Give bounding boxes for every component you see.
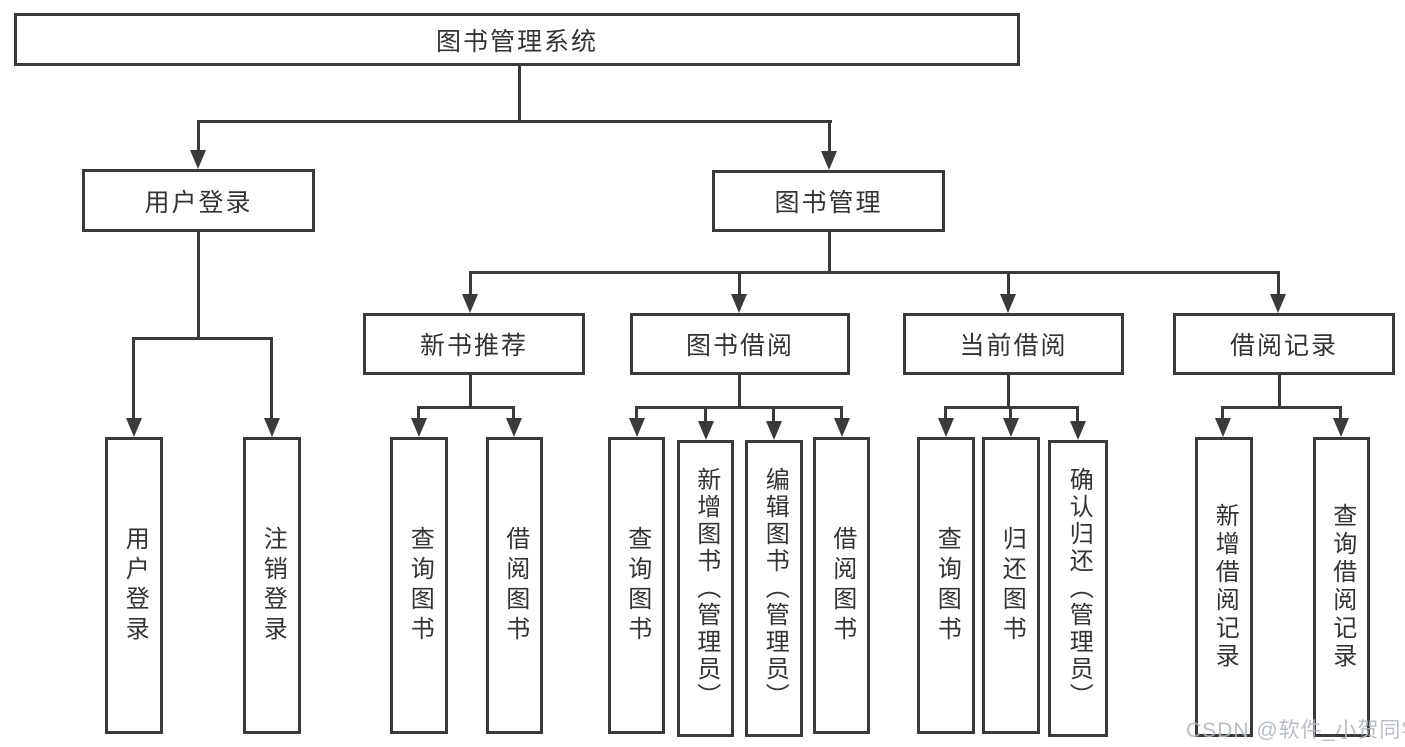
node-root: 图书管理系统	[14, 13, 1020, 66]
arrow-cb-return-icon	[1003, 418, 1019, 437]
node-user-login-label: 用户登录	[144, 188, 253, 217]
node-bb-query-book-label: 查询图书	[623, 525, 651, 646]
arrow-bb-query-icon	[629, 418, 645, 437]
connector-nbr-bus	[417, 406, 515, 409]
node-bb-borrow-book: 借阅图书	[813, 437, 870, 734]
node-bb-edit-book: 编辑图书（管理员）	[745, 440, 803, 737]
arrow-login-icon	[126, 418, 142, 437]
node-current-borrow-label: 当前借阅	[959, 332, 1068, 360]
connector-user-login-down	[197, 232, 200, 337]
connector-book-mgmt-down	[828, 232, 831, 271]
node-login-label: 用户登录	[121, 525, 149, 646]
node-logout-label: 注销登录	[259, 525, 287, 646]
node-nbr-borrow-book: 借阅图书	[486, 437, 543, 734]
node-bb-query-book: 查询图书	[608, 437, 665, 734]
node-borrow-record: 借阅记录	[1173, 313, 1395, 375]
node-book-management-label: 图书管理	[774, 189, 883, 217]
connector-cb-down	[1007, 375, 1010, 406]
connector-root-bus	[197, 120, 832, 123]
node-book-management: 图书管理	[712, 170, 945, 232]
node-login: 用户登录	[105, 437, 163, 734]
connector-cb-confirm-stem	[1076, 406, 1079, 424]
node-bb-edit-book-label: 编辑图书（管理员）	[761, 467, 789, 710]
connector-book-mgmt-bus	[469, 271, 1280, 274]
node-bb-borrow-book-label: 借阅图书	[828, 525, 856, 646]
connector-bb-edit-stem	[772, 406, 775, 424]
connector-bb-add-stem	[704, 406, 707, 424]
connector-br-bus	[1221, 406, 1342, 409]
connector-nbr-borrow-stem	[512, 406, 515, 422]
arrow-borrow-record-icon	[1270, 294, 1286, 313]
connector-bb-bus	[635, 406, 842, 409]
node-cb-query-book-label: 查询图书	[933, 525, 961, 646]
connector-book-borrow-stem	[738, 271, 741, 296]
arrow-cb-confirm-icon	[1070, 421, 1086, 440]
node-root-label: 图书管理系统	[435, 27, 598, 56]
connector-user-login-stem	[197, 120, 200, 153]
arrow-bb-borrow-icon	[834, 418, 850, 437]
connector-nbr-down	[469, 375, 472, 406]
node-logout: 注销登录	[243, 437, 301, 734]
node-book-borrow: 图书借阅	[630, 313, 850, 375]
node-cb-return-book-label: 归还图书	[998, 525, 1026, 646]
node-br-query-record: 查询借阅记录	[1313, 437, 1370, 737]
arrow-br-add-icon	[1215, 418, 1231, 437]
connector-login-stem	[132, 337, 135, 421]
arrow-bb-edit-icon	[766, 421, 782, 440]
node-nbr-borrow-book-label: 借阅图书	[501, 525, 529, 646]
connector-nbr-query-stem	[417, 406, 420, 422]
arrow-nbr-borrow-icon	[506, 418, 522, 437]
node-book-borrow-label: 图书借阅	[685, 332, 794, 360]
node-br-add-record: 新增借阅记录	[1195, 437, 1253, 737]
arrow-book-mgmt-icon	[821, 151, 837, 170]
arrow-nbr-query-icon	[411, 418, 427, 437]
connector-user-login-bus	[132, 337, 273, 340]
node-cb-confirm-return-label: 确认归还（管理员）	[1065, 467, 1093, 710]
node-new-book-recommend: 新书推荐	[363, 313, 585, 375]
connector-borrow-record-stem	[1277, 271, 1280, 296]
connector-root-stem	[518, 66, 521, 120]
connector-br-down	[1278, 375, 1281, 406]
node-user-login: 用户登录	[82, 169, 315, 232]
node-cb-confirm-return: 确认归还（管理员）	[1048, 440, 1108, 737]
node-cb-query-book: 查询图书	[917, 437, 975, 734]
connector-bb-borrow-stem	[840, 406, 843, 422]
connector-br-query-stem	[1339, 406, 1342, 422]
arrow-user-login-icon	[190, 150, 206, 169]
connector-new-book-stem	[469, 271, 472, 296]
node-cb-return-book: 归还图书	[982, 437, 1040, 734]
arrow-book-borrow-icon	[731, 294, 747, 313]
connector-logout-stem	[270, 337, 273, 421]
node-bb-add-book-label: 新增图书（管理员）	[692, 467, 720, 710]
connector-cb-query-stem	[944, 406, 947, 422]
connector-cb-return-stem	[1009, 406, 1012, 422]
connector-br-add-stem	[1221, 406, 1224, 422]
node-nbr-query-book-label: 查询图书	[406, 525, 434, 646]
node-nbr-query-book: 查询图书	[390, 437, 448, 734]
node-new-book-recommend-label: 新书推荐	[419, 332, 528, 360]
arrow-bb-add-icon	[698, 421, 714, 440]
connector-current-borrow-stem	[1007, 271, 1010, 296]
node-current-borrow: 当前借阅	[903, 313, 1124, 375]
arrow-new-book-icon	[462, 294, 478, 313]
node-br-query-record-label: 查询借阅记录	[1328, 503, 1356, 671]
arrow-br-query-icon	[1333, 418, 1349, 437]
arrow-logout-icon	[264, 418, 280, 437]
node-bb-add-book: 新增图书（管理员）	[677, 440, 734, 737]
arrow-current-borrow-icon	[1000, 294, 1016, 313]
node-borrow-record-label: 借阅记录	[1229, 332, 1338, 360]
node-br-add-record-label: 新增借阅记录	[1211, 503, 1239, 671]
arrow-cb-query-icon	[938, 418, 954, 437]
connector-bb-query-stem	[635, 406, 638, 422]
connector-book-mgmt-stem	[828, 120, 831, 153]
connector-bb-down	[738, 375, 741, 406]
csdn-watermark: CSDN @软件_小贺同学	[1186, 719, 1405, 742]
